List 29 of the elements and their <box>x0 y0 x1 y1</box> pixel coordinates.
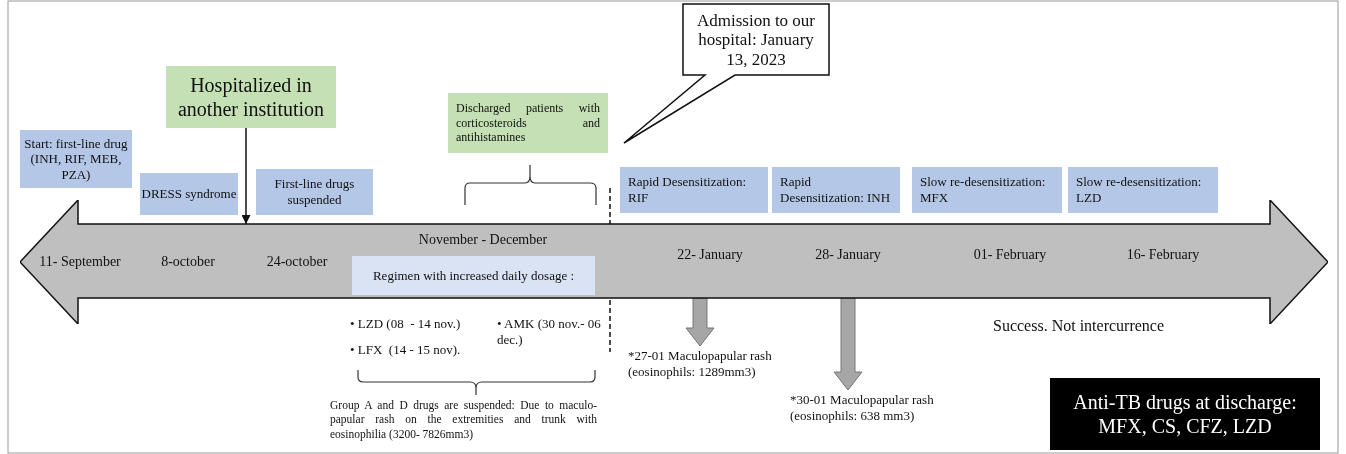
date-label: 22- January <box>677 246 743 264</box>
block-arrow <box>685 297 715 347</box>
date-label: 16- February <box>1126 246 1200 264</box>
event-box: Slow re-desensitization: MFX <box>912 167 1062 213</box>
rash-note: *30-01 Maculopapular rash (eosinophils: 638 mm3) <box>790 390 990 426</box>
date-label: 11- September <box>39 253 121 271</box>
note-text: Group A and D drugs are suspended: Due to maculo-papular rash on the extremities and trunk with eosinophilia (3200- 7826mm3) <box>330 398 597 442</box>
date-label: 8-october <box>161 253 215 271</box>
event-box: Slow re-desensitization: LZD <box>1068 167 1218 213</box>
discharge-box: Anti-TB drugs at discharge: MFX, CS, CFZ, LZD <box>1050 378 1320 450</box>
date-label: 01- February <box>973 246 1047 264</box>
event-box: First-line drugs suspended <box>256 169 373 215</box>
event-box: Start: first-line drug (INH, RIF, MEB, PZA) <box>20 130 132 188</box>
event-box: Hospitalized in another institution <box>166 66 336 128</box>
event-box: Rapid Desensitization: INH <box>772 167 900 213</box>
outcome-text: Success. Not intercurrence <box>993 316 1165 336</box>
drug-item: • AMK (30 nov.- 06 dec.) <box>497 316 602 349</box>
event-box: Rapid Desensitization: RIF <box>620 167 768 213</box>
rash-note: *27-01 Maculopapular rash (eosinophils: 1289mm3) <box>628 346 828 382</box>
block-arrow <box>833 297 863 391</box>
event-box: Discharged patients with corticosteroids and antihistamines <box>448 93 608 153</box>
date-label: 28- January <box>815 246 881 264</box>
date-label: November - December <box>418 231 548 249</box>
drug-item: • LZD (08 - 14 nov.) <box>350 316 461 333</box>
drug-item: • LFX (14 - 15 nov). <box>350 342 461 359</box>
arrow <box>241 127 251 225</box>
regimen-box: Regimen with increased daily dosage : <box>352 256 595 295</box>
date-label: 24-october <box>266 253 328 271</box>
event-box: DRESS syndrome <box>140 173 238 215</box>
